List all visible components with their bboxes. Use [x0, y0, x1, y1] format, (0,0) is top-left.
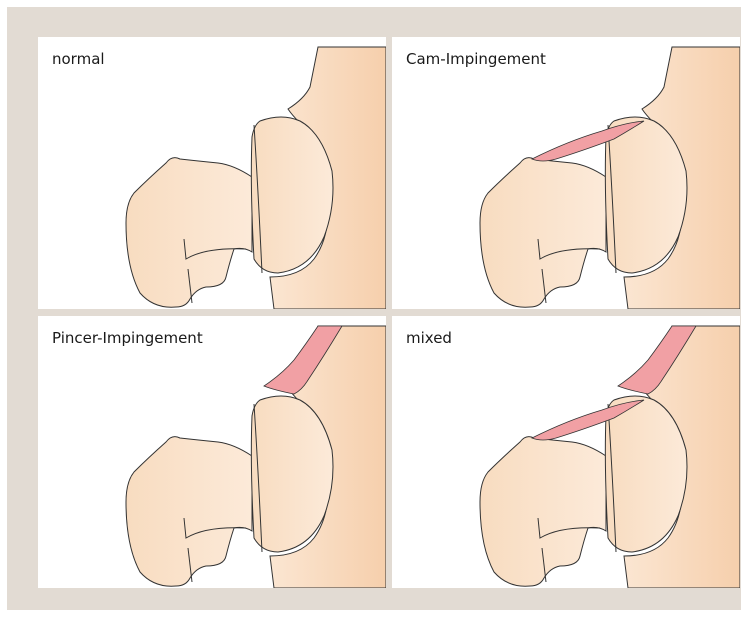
panel-cam-impingement: Cam-Impingement [392, 37, 740, 309]
panel-mixed: mixed [392, 316, 740, 588]
panel-label: normal [52, 50, 105, 68]
panel-label: mixed [406, 329, 452, 347]
panel-label: Pincer-Impingement [52, 329, 203, 347]
figure-frame: normal Cam-Impingement Pincer-Impingemen… [7, 7, 741, 610]
hip-joint-illustration [392, 316, 740, 588]
hip-joint-illustration [392, 37, 740, 309]
panel-pincer-impingement: Pincer-Impingement [38, 316, 386, 588]
panel-normal: normal [38, 37, 386, 309]
panel-label: Cam-Impingement [406, 50, 546, 68]
hip-joint-illustration [38, 37, 386, 309]
hip-joint-illustration [38, 316, 386, 588]
